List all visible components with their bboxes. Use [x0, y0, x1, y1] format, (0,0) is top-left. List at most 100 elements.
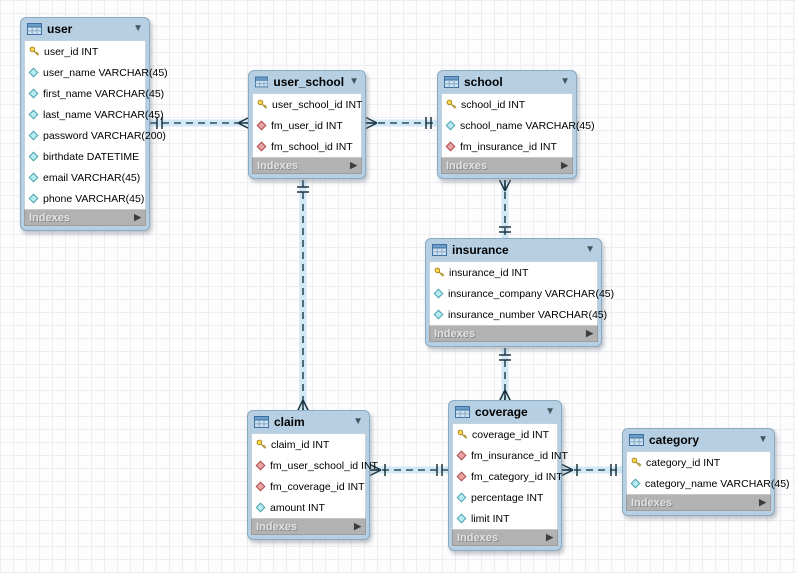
column-text: user_id INT — [44, 45, 99, 58]
column-row[interactable]: insurance_id INT — [430, 262, 597, 283]
collapse-arrow-icon[interactable]: ▼ — [349, 76, 359, 87]
column-row[interactable]: fm_coverage_id INT — [252, 476, 365, 497]
table-category-header[interactable]: category ▼ — [626, 429, 771, 451]
column-row[interactable]: user_id INT — [25, 41, 145, 62]
indexes-section[interactable]: Indexes ▶ — [252, 157, 362, 174]
table-user_school-header[interactable]: user_school ▼ — [252, 71, 362, 93]
attribute-icon — [456, 513, 467, 524]
column-text: school_id INT — [461, 98, 526, 111]
table-claim-header[interactable]: claim ▼ — [251, 411, 366, 433]
column-row[interactable]: fm_insurance_id INT — [453, 445, 568, 466]
column-text: first_name VARCHAR(45) — [43, 87, 165, 100]
table-icon — [255, 76, 269, 88]
collapse-arrow-icon[interactable]: ▼ — [585, 244, 595, 255]
column-row[interactable]: percentage INT — [453, 487, 557, 508]
cardinality-one-user — [156, 117, 163, 129]
column-row[interactable]: amount INT — [252, 497, 365, 518]
column-row[interactable]: limit INT — [453, 508, 557, 529]
column-row[interactable]: claim_id INT — [252, 434, 365, 455]
table-coverage-header[interactable]: coverage ▼ — [452, 401, 558, 423]
collapse-arrow-icon[interactable]: ▼ — [545, 406, 555, 417]
table-insurance-header[interactable]: insurance ▼ — [429, 239, 598, 261]
primary-key-icon — [434, 267, 445, 277]
column-text: insurance_id INT — [449, 266, 529, 279]
table-title: claim — [274, 415, 305, 429]
collapse-arrow-icon[interactable]: ▼ — [353, 416, 363, 427]
table-user-header[interactable]: user ▼ — [24, 18, 146, 40]
column-row[interactable]: email VARCHAR(45) — [25, 167, 145, 188]
indexes-section[interactable]: Indexes ▶ — [626, 494, 771, 511]
expand-arrow-icon[interactable]: ▶ — [586, 328, 593, 338]
primary-key-icon — [256, 439, 267, 449]
attribute-icon — [255, 502, 266, 513]
foreign-key-icon — [255, 481, 266, 492]
column-row[interactable]: insurance_company VARCHAR(45) — [430, 283, 614, 304]
indexes-label: Indexes — [257, 159, 298, 172]
cardinality-many-user_school-left — [237, 116, 250, 130]
column-row[interactable]: birthdate DATETIME — [25, 146, 145, 167]
column-text: claim_id INT — [271, 438, 330, 451]
indexes-section[interactable]: Indexes ▶ — [24, 209, 146, 226]
table-claim[interactable]: claim ▼ claim_id INT fm_user_school_id I… — [247, 410, 378, 540]
expand-arrow-icon[interactable]: ▶ — [134, 212, 141, 222]
cardinality-one-coverage-left — [436, 464, 443, 476]
column-row[interactable]: fm_user_school_id INT — [252, 455, 378, 476]
indexes-label: Indexes — [446, 159, 487, 172]
table-title: school — [464, 75, 503, 89]
column-row[interactable]: phone VARCHAR(45) — [25, 188, 145, 209]
column-row[interactable]: fm_user_id INT — [253, 115, 361, 136]
column-row[interactable]: category_id INT — [627, 452, 770, 473]
column-row[interactable]: fm_school_id INT — [253, 136, 361, 157]
expand-arrow-icon[interactable]: ▶ — [759, 497, 766, 507]
indexes-section[interactable]: Indexes ▶ — [251, 518, 366, 535]
table-school[interactable]: school ▼ school_id INT school_name VARCH… — [437, 70, 595, 179]
expand-arrow-icon[interactable]: ▶ — [561, 160, 568, 170]
attribute-icon — [28, 109, 39, 120]
table-icon — [455, 406, 470, 418]
column-row[interactable]: fm_category_id INT — [453, 466, 563, 487]
column-row[interactable]: school_name VARCHAR(45) — [442, 115, 595, 136]
column-row[interactable]: user_name VARCHAR(45) — [25, 62, 168, 83]
table-title: category — [649, 433, 700, 447]
column-text: insurance_number VARCHAR(45) — [448, 308, 608, 321]
foreign-key-icon — [255, 460, 266, 471]
collapse-arrow-icon[interactable]: ▼ — [758, 434, 768, 445]
column-row[interactable]: school_id INT — [442, 94, 572, 115]
column-text: password VARCHAR(200) — [43, 129, 166, 142]
column-text: email VARCHAR(45) — [43, 171, 141, 184]
attribute-icon — [456, 492, 467, 503]
expand-arrow-icon[interactable]: ▶ — [546, 532, 553, 542]
column-row[interactable]: category_name VARCHAR(45) — [627, 473, 790, 494]
column-text: insurance_company VARCHAR(45) — [448, 287, 615, 300]
foreign-key-icon — [456, 471, 467, 482]
table-school-header[interactable]: school ▼ — [441, 71, 573, 93]
column-row[interactable]: insurance_number VARCHAR(45) — [430, 304, 607, 325]
expand-arrow-icon[interactable]: ▶ — [350, 160, 357, 170]
column-row[interactable]: password VARCHAR(200) — [25, 125, 166, 146]
collapse-arrow-icon[interactable]: ▼ — [560, 76, 570, 87]
table-category[interactable]: category ▼ category_id INT category_name… — [622, 428, 790, 516]
table-insurance-columns: insurance_id INT insurance_company VARCH… — [429, 261, 614, 325]
table-coverage[interactable]: coverage ▼ coverage_id INT fm_insurance_… — [448, 400, 568, 551]
table-user_school[interactable]: user_school ▼ user_school_id INT fm_user… — [248, 70, 366, 179]
cardinality-one-user_school-bottom — [297, 186, 309, 193]
table-category-columns: category_id INT category_name VARCHAR(45… — [626, 451, 790, 494]
attribute-icon — [28, 88, 39, 99]
indexes-section[interactable]: Indexes ▶ — [429, 325, 598, 342]
collapse-arrow-icon[interactable]: ▼ — [133, 23, 143, 34]
expand-arrow-icon[interactable]: ▶ — [354, 521, 361, 531]
column-row[interactable]: coverage_id INT — [453, 424, 557, 445]
column-text: user_school_id INT — [272, 98, 363, 111]
column-row[interactable]: user_school_id INT — [253, 94, 363, 115]
table-insurance[interactable]: insurance ▼ insurance_id INT insurance_c… — [425, 238, 614, 347]
column-text: fm_insurance_id INT — [471, 449, 568, 462]
table-user[interactable]: user ▼ user_id INT user_name VARCHAR(45)… — [20, 17, 168, 231]
indexes-section[interactable]: Indexes ▶ — [441, 157, 573, 174]
column-row[interactable]: first_name VARCHAR(45) — [25, 83, 164, 104]
indexes-section[interactable]: Indexes ▶ — [452, 529, 558, 546]
column-row[interactable]: last_name VARCHAR(45) — [25, 104, 164, 125]
table-user-columns: user_id INT user_name VARCHAR(45) first_… — [24, 40, 168, 209]
column-row[interactable]: fm_insurance_id INT — [442, 136, 572, 157]
column-text: fm_category_id INT — [471, 470, 563, 483]
